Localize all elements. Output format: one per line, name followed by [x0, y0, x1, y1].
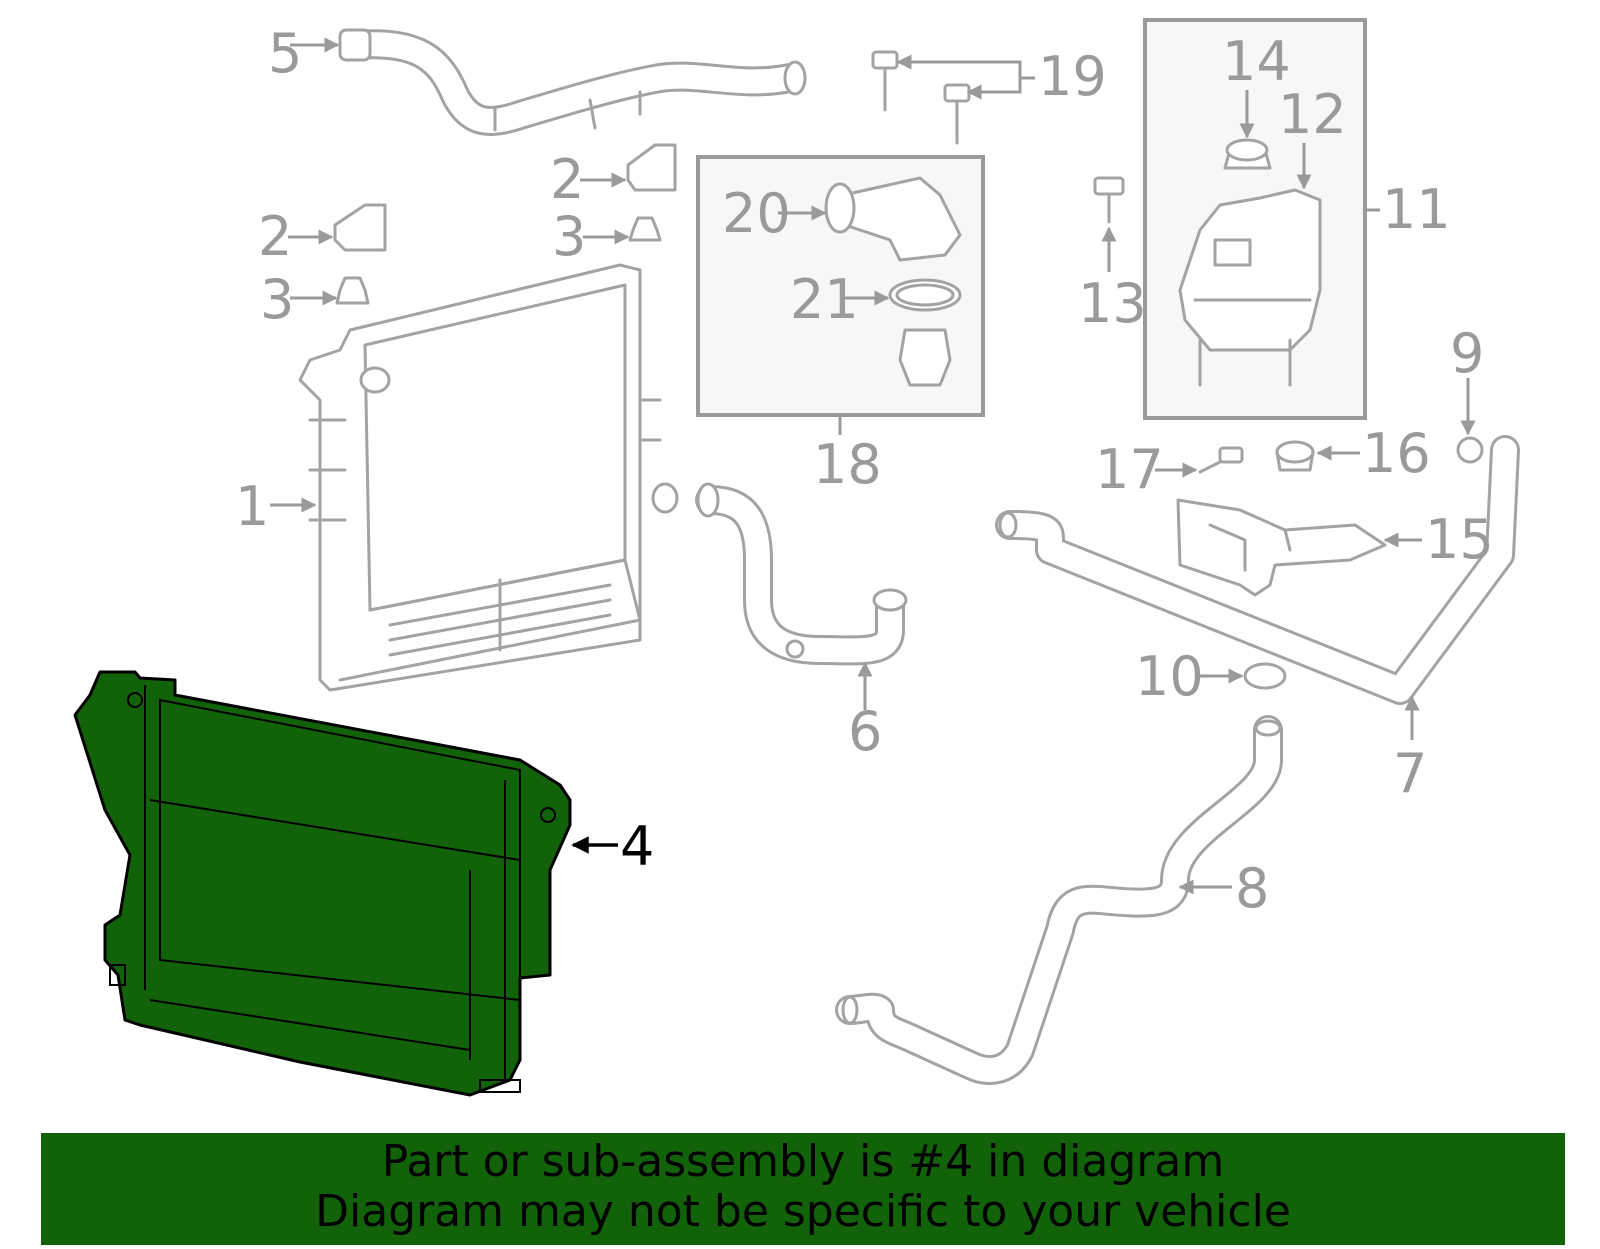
brackets-part-2 — [333, 143, 677, 252]
callout-6: 6 — [848, 700, 882, 763]
callout-9: 9 — [1450, 322, 1484, 385]
callout-8: 8 — [1235, 857, 1269, 920]
hose-part-7 — [995, 435, 1520, 705]
condenser-part-4 — [73, 670, 572, 1097]
callout-12: 12 — [1278, 83, 1347, 146]
leader-lines — [270, 37, 1476, 895]
callout-5: 5 — [268, 22, 302, 85]
thermostat-group-box-18 — [696, 155, 985, 435]
bolts-part-19 — [871, 50, 971, 145]
callout-18: 18 — [813, 433, 882, 496]
reservoir-group-box-11 — [1143, 18, 1380, 420]
callout-16: 16 — [1362, 422, 1431, 485]
cap-part-16 — [1275, 440, 1315, 472]
callout-labels: 5 19 2 2 3 3 1 20 21 18 14 12 11 13 9 16… — [235, 22, 1494, 920]
callout-20: 20 — [722, 182, 791, 245]
callout-15: 15 — [1425, 508, 1494, 571]
callout-4: 4 — [620, 815, 654, 878]
callout-1: 1 — [235, 475, 269, 538]
info-banner: Part or sub-assembly is #4 in diagram Di… — [41, 1133, 1565, 1245]
bracket-part-15 — [1176, 498, 1387, 597]
callout-7: 7 — [1393, 742, 1427, 805]
callout-21: 21 — [790, 268, 859, 331]
callout-17: 17 — [1095, 438, 1164, 501]
callout-2-right: 2 — [550, 148, 584, 211]
bolt-part-13 — [1093, 176, 1125, 224]
callout-19: 19 — [1038, 45, 1107, 108]
bolt-part-17 — [1198, 446, 1244, 474]
clamp-part-10 — [1243, 662, 1287, 690]
lower-hose-part-6 — [695, 482, 908, 666]
clamp-part-9 — [1456, 436, 1484, 464]
callout-14: 14 — [1222, 30, 1291, 93]
banner-line-2: Diagram may not be specific to your vehi… — [315, 1186, 1291, 1237]
callout-2-left: 2 — [258, 205, 292, 268]
callout-3-right: 3 — [552, 205, 586, 268]
banner-line-1: Part or sub-assembly is #4 in diagram — [381, 1136, 1225, 1187]
callout-10: 10 — [1135, 645, 1204, 708]
upper-hose-part-5 — [338, 28, 807, 136]
callout-11: 11 — [1382, 178, 1451, 241]
heater-hose-part-8 — [835, 715, 1283, 1085]
callout-3-left: 3 — [260, 268, 294, 331]
insulators-part-3 — [335, 216, 662, 305]
callout-13: 13 — [1078, 272, 1147, 335]
radiator-part-1 — [298, 263, 679, 692]
